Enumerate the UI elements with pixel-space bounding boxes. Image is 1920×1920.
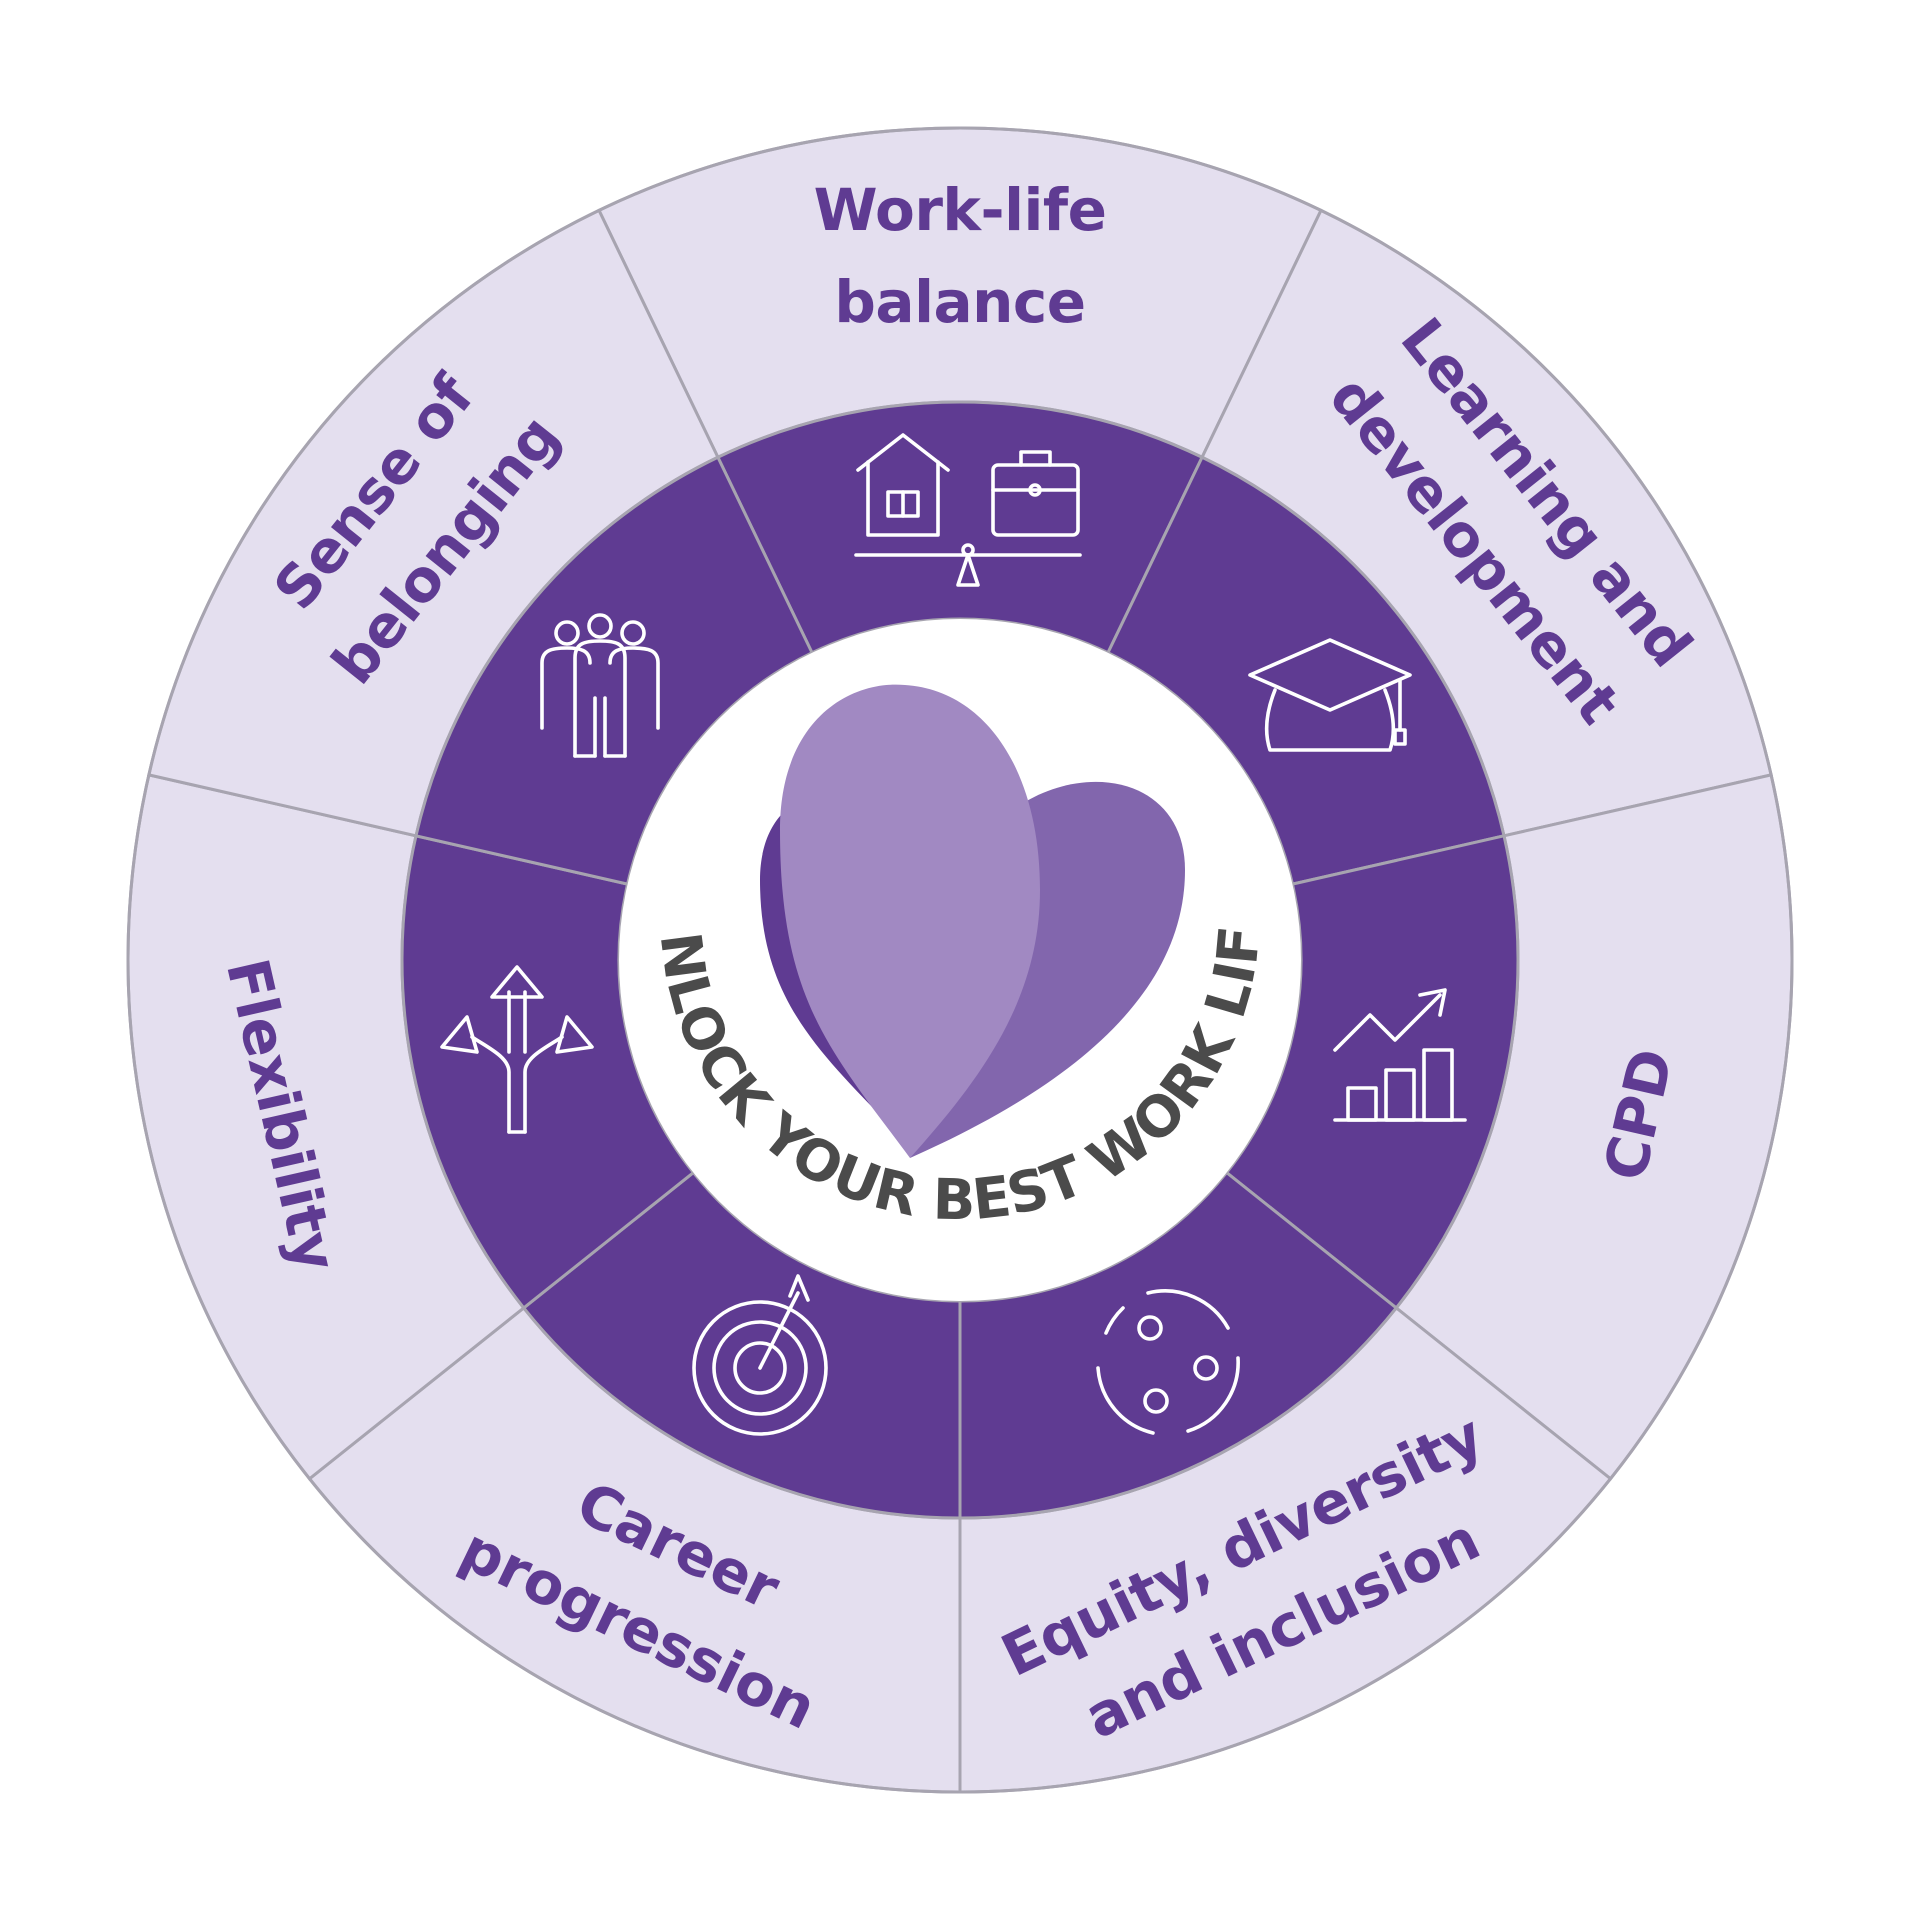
split-arrows-icon — [440, 965, 594, 1134]
segment-label-line: balance — [834, 268, 1085, 336]
graduation-cap-icon — [1248, 638, 1412, 752]
outer-rim — [126, 126, 1794, 1794]
outer-ring — [126, 126, 1794, 1794]
heart-left-lobe — [780, 684, 1040, 1158]
segment-label-0: Work-life balance — [814, 176, 1107, 336]
heart-logo — [760, 684, 1185, 1158]
inclusion-circle-icon — [1096, 1289, 1240, 1435]
group-people-icon — [540, 613, 660, 758]
inner-ring — [400, 400, 1520, 1520]
growth-chart-icon — [1333, 988, 1467, 1122]
work-life-balance-icon — [854, 433, 1082, 587]
target-arrow-icon — [692, 1274, 828, 1436]
segment-label-line: Work-life — [814, 176, 1107, 244]
